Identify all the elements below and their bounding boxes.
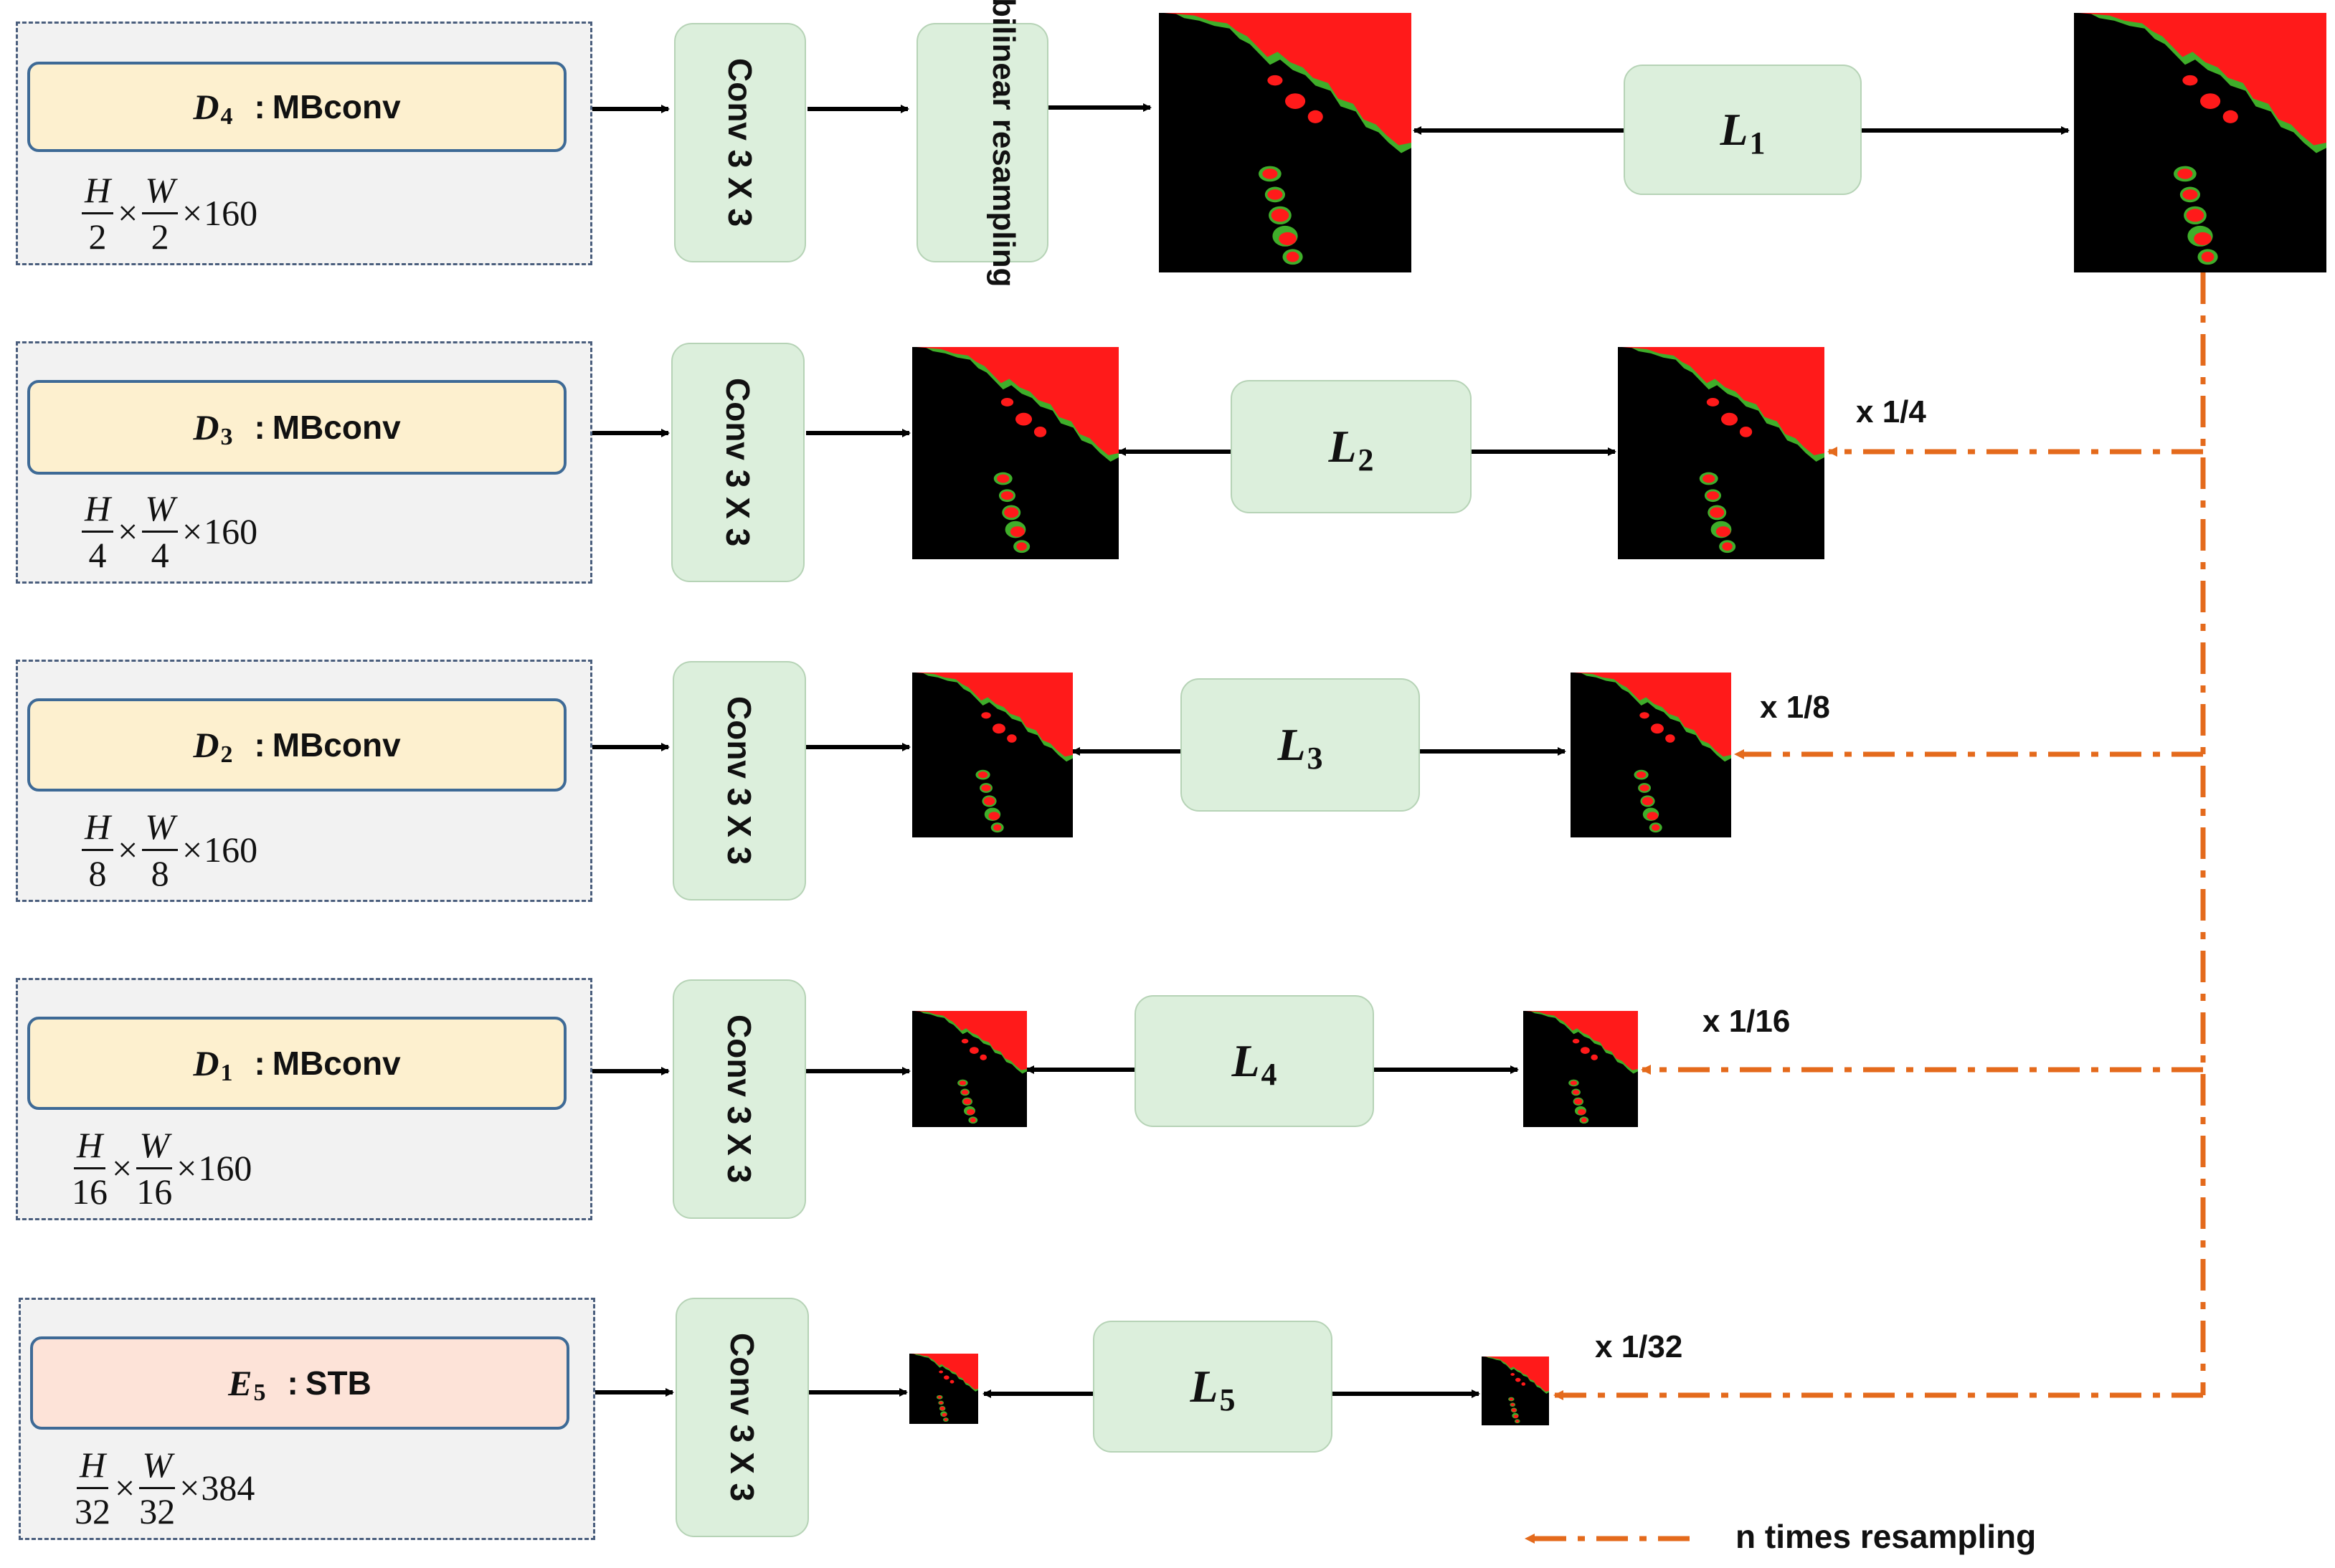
segmentation-mask-graphic [912,1011,1027,1127]
loss-subscript: 5 [1219,1382,1236,1417]
conv-label: Conv 3 X 3 [721,696,758,865]
legend-label: n times resampling [1735,1518,2037,1555]
channel-count: 384 [201,1468,255,1508]
block-separator: : [287,1364,298,1402]
conv-label: Conv 3 X 3 [721,58,759,227]
ground-truth-mask-5 [1482,1356,1549,1425]
ground-truth-mask-2 [1618,347,1824,559]
loss-symbol: L [1277,719,1306,770]
ground-truth-mask-3 [1571,673,1731,837]
block-symbol: D [193,407,219,447]
block-symbol: D [193,1043,219,1083]
block-label: MBconv [272,1045,401,1082]
loss-symbol: L [1720,104,1748,155]
block-label: STB [305,1364,371,1402]
conv-block-5: Conv 3 X 3 [676,1298,809,1537]
segmentation-mask-graphic [1523,1011,1638,1127]
scale-label-eighth: x 1/8 [1760,690,1830,725]
scale-label-thirtysecond: x 1/32 [1595,1329,1683,1364]
segmentation-mask-graphic [909,1354,978,1424]
block-label: MBconv [272,88,401,125]
loss-symbol: L [1190,1361,1218,1412]
ground-truth-mask-1 [2074,13,2326,272]
prediction-mask-4 [912,1011,1027,1127]
loss-subscript: 2 [1358,442,1374,477]
segmentation-mask-graphic [1571,673,1731,837]
loss-symbol: L [1328,421,1357,472]
segmentation-mask-graphic [1618,347,1824,559]
bilinear-resampling-block: bilinear resampling [917,0,1048,288]
conv-label: Conv 3 X 3 [724,1333,761,1502]
loss-subscript: 4 [1261,1056,1277,1092]
prediction-mask-2 [912,347,1119,559]
block-symbol: D [193,87,219,127]
conv-block-3: Conv 3 X 3 [673,661,806,901]
block-subscript: 2 [220,741,233,768]
channel-count: 160 [198,1148,252,1188]
loss-subscript: 1 [1749,125,1766,161]
block-label: MBconv [272,726,401,764]
block-subscript: 3 [220,424,233,450]
channel-count: 160 [204,511,258,551]
block-separator: : [254,726,265,764]
block-separator: : [254,88,265,125]
prediction-mask-3 [912,673,1073,837]
conv-label: Conv 3 X 3 [721,1015,758,1184]
segmentation-mask-graphic [912,347,1119,559]
ground-truth-mask-4 [1523,1011,1638,1127]
conv-label: Conv 3 X 3 [719,378,757,547]
block-separator: : [254,409,265,446]
prediction-mask-5 [909,1354,978,1424]
resampling-label: bilinear resampling [986,0,1021,288]
scale-label-quarter: x 1/4 [1856,394,1926,429]
block-subscript: 1 [220,1060,233,1086]
block-subscript: 4 [220,103,233,130]
block-separator: : [254,1045,265,1082]
loss-subscript: 3 [1307,740,1323,776]
block-symbol: E [228,1363,252,1403]
segmentation-mask-graphic [912,673,1073,837]
conv-block-2: Conv 3 X 3 [671,343,805,582]
segmentation-mask-graphic [1482,1356,1549,1425]
conv-block-1: Conv 3 X 3 [674,23,806,262]
scale-label-sixteenth: x 1/16 [1702,1004,1791,1039]
segmentation-mask-graphic [2074,13,2326,272]
conv-block-4: Conv 3 X 3 [673,979,806,1219]
loss-symbol: L [1231,1035,1260,1086]
segmentation-mask-graphic [1159,13,1411,272]
prediction-mask-1 [1159,13,1411,272]
block-label: MBconv [272,409,401,446]
channel-count: 160 [204,830,258,870]
block-subscript: 5 [253,1379,266,1406]
resampling-path [1553,272,2206,1400]
channel-count: 160 [204,193,258,233]
block-symbol: D [193,725,219,765]
